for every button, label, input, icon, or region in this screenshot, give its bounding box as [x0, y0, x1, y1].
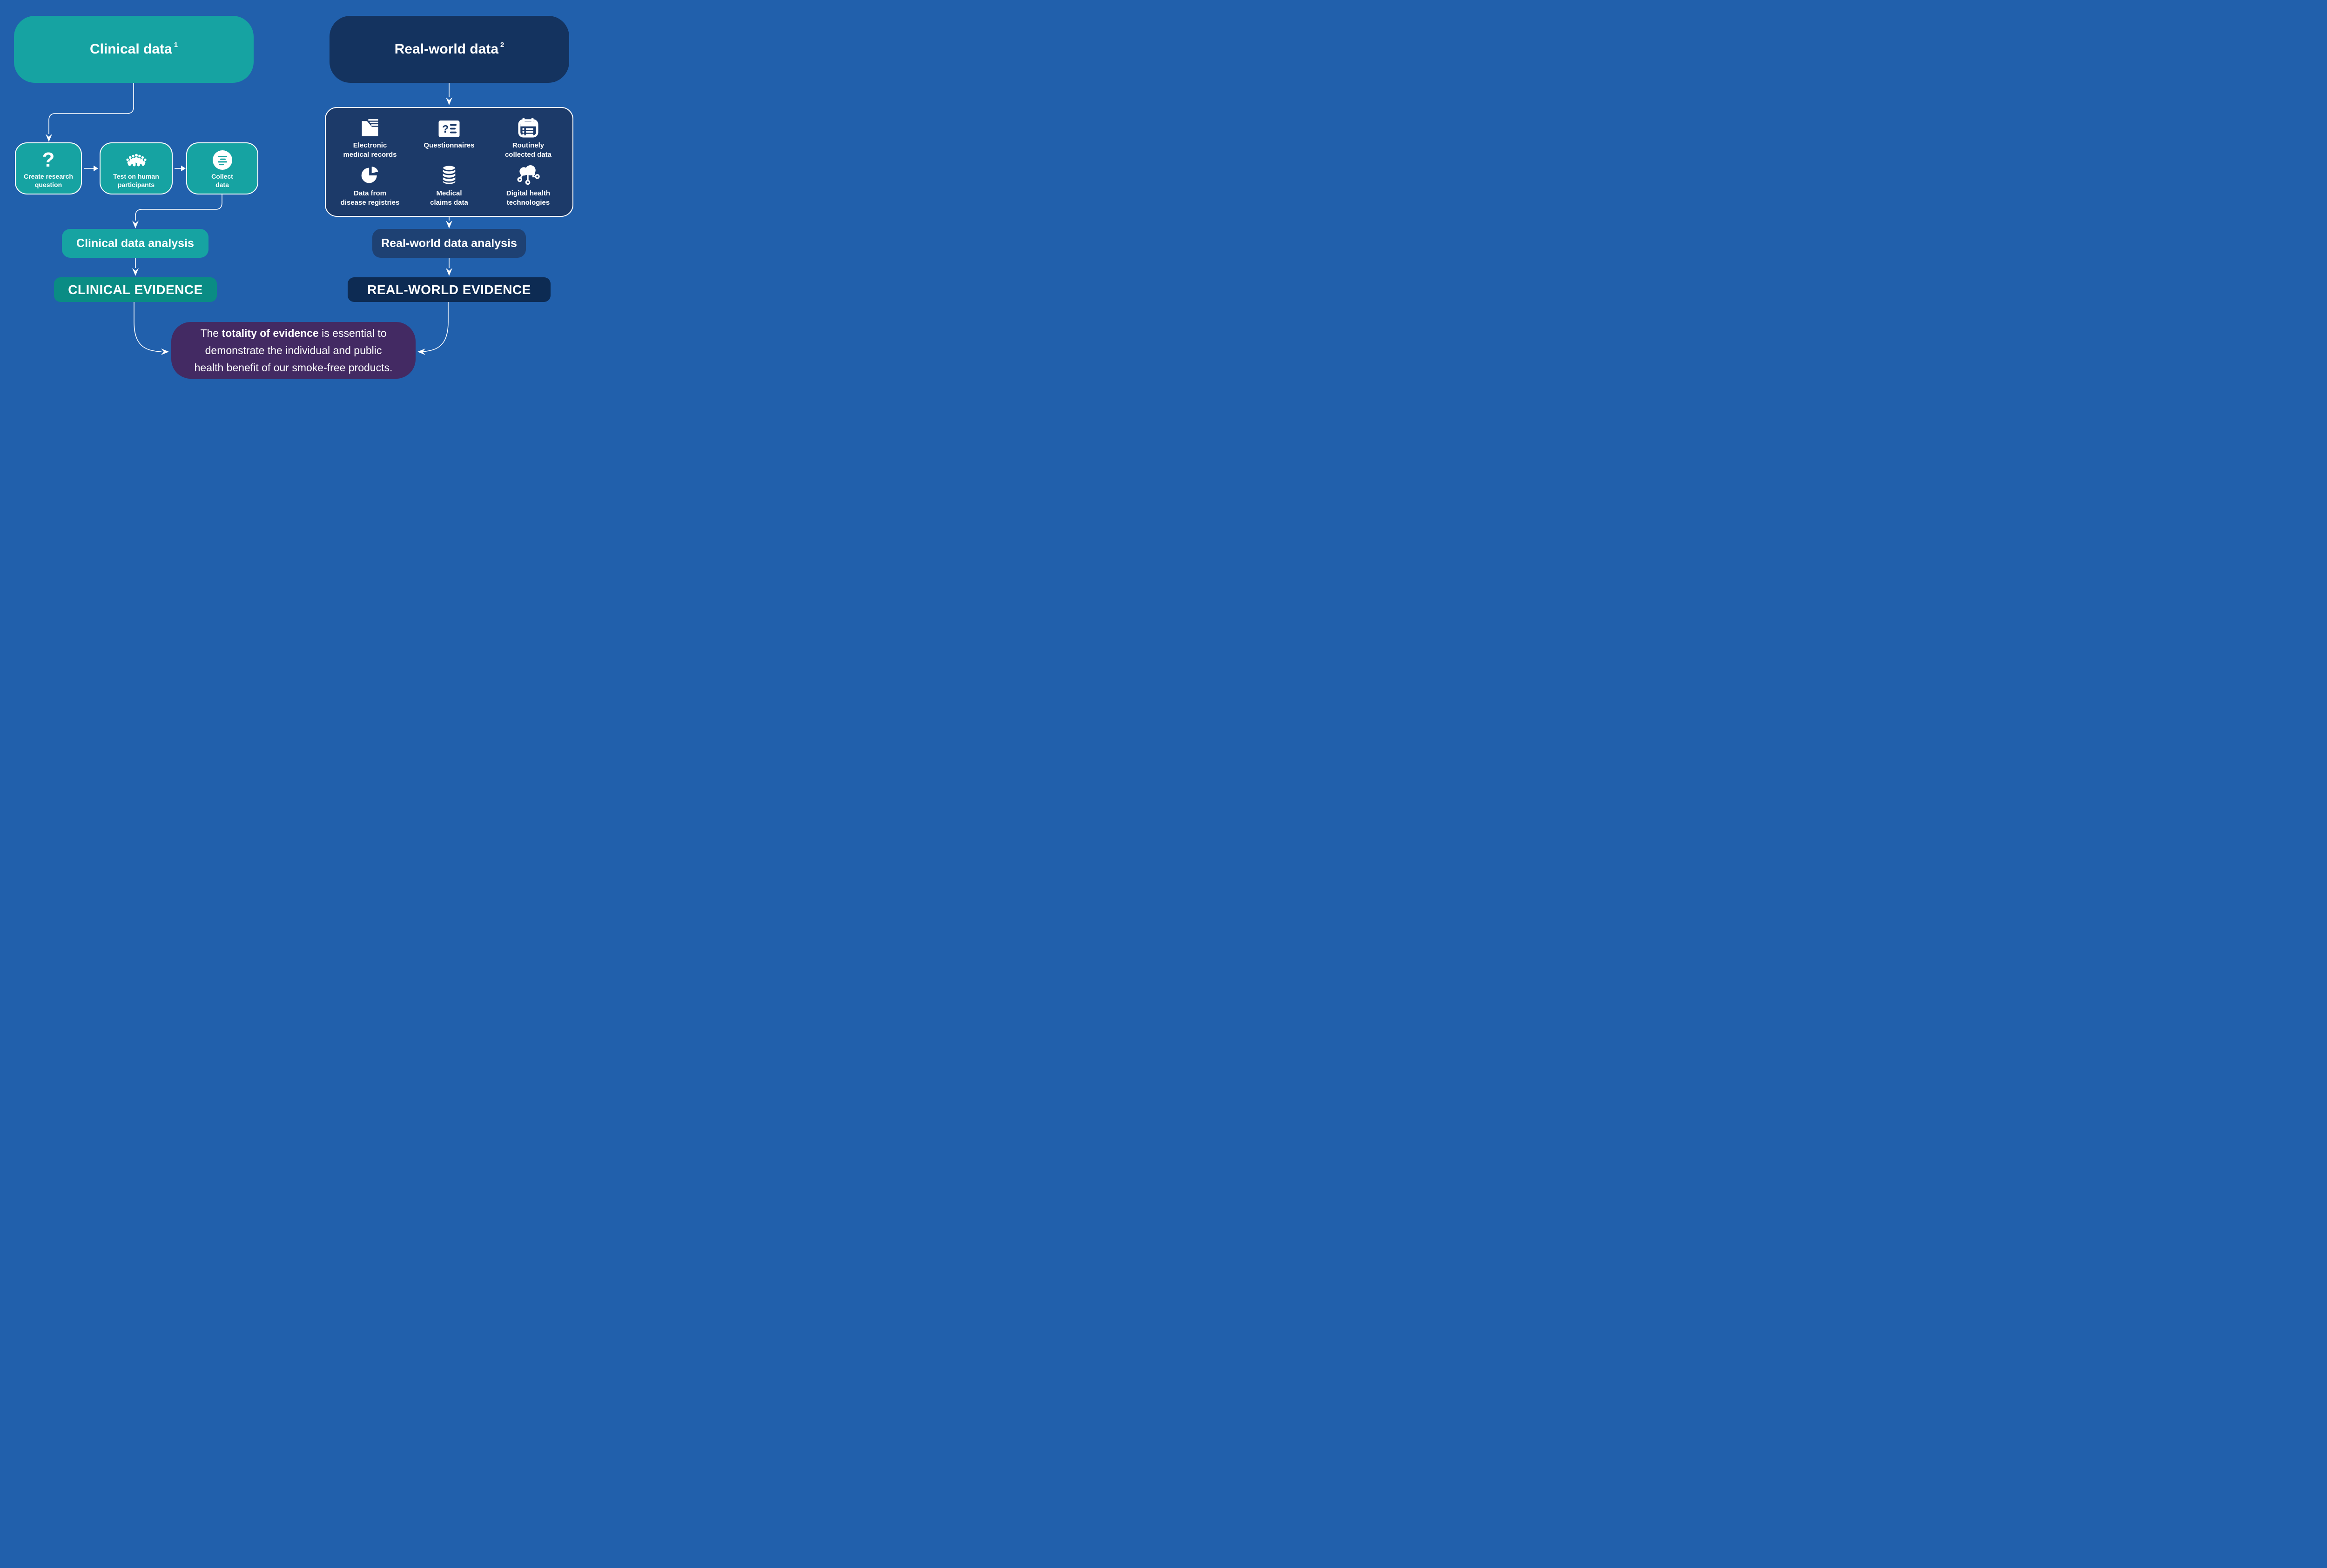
source-item-digital-health-technologies: Digital health technologies	[489, 162, 568, 210]
arrowhead-step2	[94, 165, 98, 172]
source-label-line: claims data	[430, 198, 468, 207]
arrowhead-into-summary-left	[161, 348, 169, 355]
source-item-data-from-disease-registries: Data from disease registries	[330, 162, 410, 210]
step-label-line: Create research	[24, 173, 73, 180]
summary-line: demonstrate the individual and public	[205, 344, 382, 356]
source-label-line: Questionnaires	[424, 141, 475, 149]
arrowhead-into-rw-analysis	[446, 221, 452, 228]
source-label-line: technologies	[506, 198, 550, 207]
arrowhead-into-clinical-analysis	[132, 221, 139, 228]
source-label-line: medical records	[343, 150, 397, 159]
summary-line: health benefit of our smoke-free product…	[194, 361, 393, 374]
source-item-medical-claims-data: Medical claims data	[410, 162, 489, 210]
people-group-icon	[123, 148, 150, 172]
real-world-data-panel: Electronic medical records ? Questionnai…	[325, 107, 573, 217]
source-label-line: collected data	[504, 150, 552, 159]
arrowhead-step3	[181, 165, 186, 172]
clinical-data-analysis-box: Clinical data analysis	[62, 229, 208, 258]
totality-summary-box: The totality of evidence is essential to…	[171, 322, 416, 379]
real-world-data-analysis-label: Real-world data analysis	[381, 236, 517, 250]
real-world-evidence-label: REAL-WORLD EVIDENCE	[367, 282, 531, 297]
step-box-create-research-question: ? Create research question	[15, 142, 82, 194]
source-label-line: disease registries	[340, 198, 400, 207]
source-label-line: Medical	[436, 189, 462, 197]
folder-records-icon	[360, 114, 380, 138]
real-world-data-title: Real-world data	[394, 41, 499, 57]
svg-text:?: ?	[442, 123, 449, 135]
summary-bold-phrase: totality of evidence	[222, 327, 319, 339]
source-label-line: Routinely	[512, 141, 545, 149]
connector-clinical-evidence-to-summary	[134, 302, 162, 352]
question-mark-icon: ?	[42, 148, 55, 171]
step-box-collect-data: Collect data	[186, 142, 258, 194]
clinical-evidence-box: CLINICAL EVIDENCE	[54, 277, 217, 302]
source-label-line: Data from	[353, 189, 386, 197]
questionnaire-card-icon: ?	[438, 114, 460, 138]
source-item-electronic-medical-records: Electronic medical records	[330, 114, 410, 162]
source-item-routinely-collected-data: Routinely collected data	[489, 114, 568, 162]
step-label-line: participants	[117, 181, 155, 189]
arrowhead-into-step1	[46, 134, 52, 142]
step-label-line: question	[34, 181, 62, 189]
footnote-ref-1: 1	[174, 40, 178, 49]
footnote-ref-2: 2	[500, 40, 504, 49]
arrowhead-into-panel	[446, 97, 452, 105]
source-item-questionnaires: ? Questionnaires	[410, 114, 489, 162]
calendar-icon	[518, 114, 539, 138]
cloud-network-icon	[516, 162, 540, 186]
step-label-line: Collect	[211, 173, 233, 180]
arrowhead-into-clinical-evidence	[132, 268, 139, 276]
real-world-evidence-box: REAL-WORLD EVIDENCE	[348, 277, 551, 302]
arrowhead-into-summary-right	[417, 348, 425, 355]
connector-rw-evidence-to-summary	[421, 302, 449, 352]
clinical-data-analysis-label: Clinical data analysis	[76, 236, 194, 250]
step-label-line: data	[215, 181, 229, 189]
step-label-line: Test on human	[113, 173, 159, 180]
source-label-line: Digital health	[506, 189, 551, 197]
connector-collect-data-to-analysis	[135, 194, 222, 221]
pie-chart-icon	[360, 162, 380, 186]
arrowhead-into-rw-evidence	[446, 268, 452, 276]
summary-line: The totality of evidence is essential to	[200, 327, 387, 339]
clinical-evidence-label: CLINICAL EVIDENCE	[68, 282, 203, 297]
connector-clinical-title-to-steps	[48, 83, 134, 134]
database-icon	[440, 162, 458, 186]
real-world-data-analysis-box: Real-world data analysis	[372, 229, 526, 258]
step-box-test-on-human-participants: Test on human participants	[100, 142, 173, 194]
list-circle-icon	[212, 148, 233, 172]
clinical-data-title: Clinical data	[89, 41, 172, 57]
source-label-line: Electronic	[353, 141, 387, 149]
